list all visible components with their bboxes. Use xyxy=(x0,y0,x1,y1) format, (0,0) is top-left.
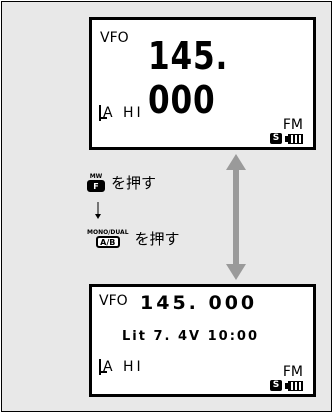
mode-status: FM S xyxy=(270,365,303,391)
instruction-step-1: MW F を押す xyxy=(87,172,156,193)
frequency-readout: 145. 000 xyxy=(148,34,229,122)
double-arrow-icon xyxy=(226,154,246,280)
vfo-label: VFO xyxy=(100,30,129,46)
status-icons: S xyxy=(270,380,303,391)
mode-label: FM xyxy=(282,117,303,133)
mode-status: FM S xyxy=(270,118,303,144)
status-icons: S xyxy=(270,133,303,144)
lcd-display-after: VFO 145. 000 Lit 7. 4V 10:00 A HI FM S xyxy=(89,284,316,397)
battery-icon xyxy=(285,133,303,144)
key-caption: MW xyxy=(89,173,103,180)
step-text: を押す xyxy=(134,230,180,248)
ab-key-icon: A/B xyxy=(95,236,120,248)
mw-key: MW F xyxy=(87,173,105,192)
memory-bar-icon xyxy=(99,359,107,375)
down-arrow-icon xyxy=(95,202,101,219)
memory-name: A HI xyxy=(99,105,144,121)
vfo-label: VFO xyxy=(99,293,128,309)
mono-dual-key: MONO/DUAL A/B xyxy=(87,229,129,248)
memory-label: A HI xyxy=(103,359,144,375)
mode-label: FM xyxy=(282,364,303,380)
lcd-display-before: VFO 145. 000 A HI FM S xyxy=(89,17,316,150)
memory-bar-icon xyxy=(99,105,107,121)
frequency-readout: 145. 000 xyxy=(140,292,258,314)
step-text: を押す xyxy=(111,174,157,192)
memory-label: A HI xyxy=(103,105,144,121)
f-key-icon: F xyxy=(87,180,105,192)
memory-name: A HI xyxy=(99,359,144,375)
battery-icon xyxy=(285,380,303,391)
instruction-step-2: MONO/DUAL A/B を押す xyxy=(87,228,180,249)
s-meter-icon: S xyxy=(270,133,282,144)
light-voltage-time: Lit 7. 4V 10:00 xyxy=(122,329,260,344)
key-caption: MONO/DUAL xyxy=(87,229,129,236)
s-meter-icon: S xyxy=(270,380,282,391)
